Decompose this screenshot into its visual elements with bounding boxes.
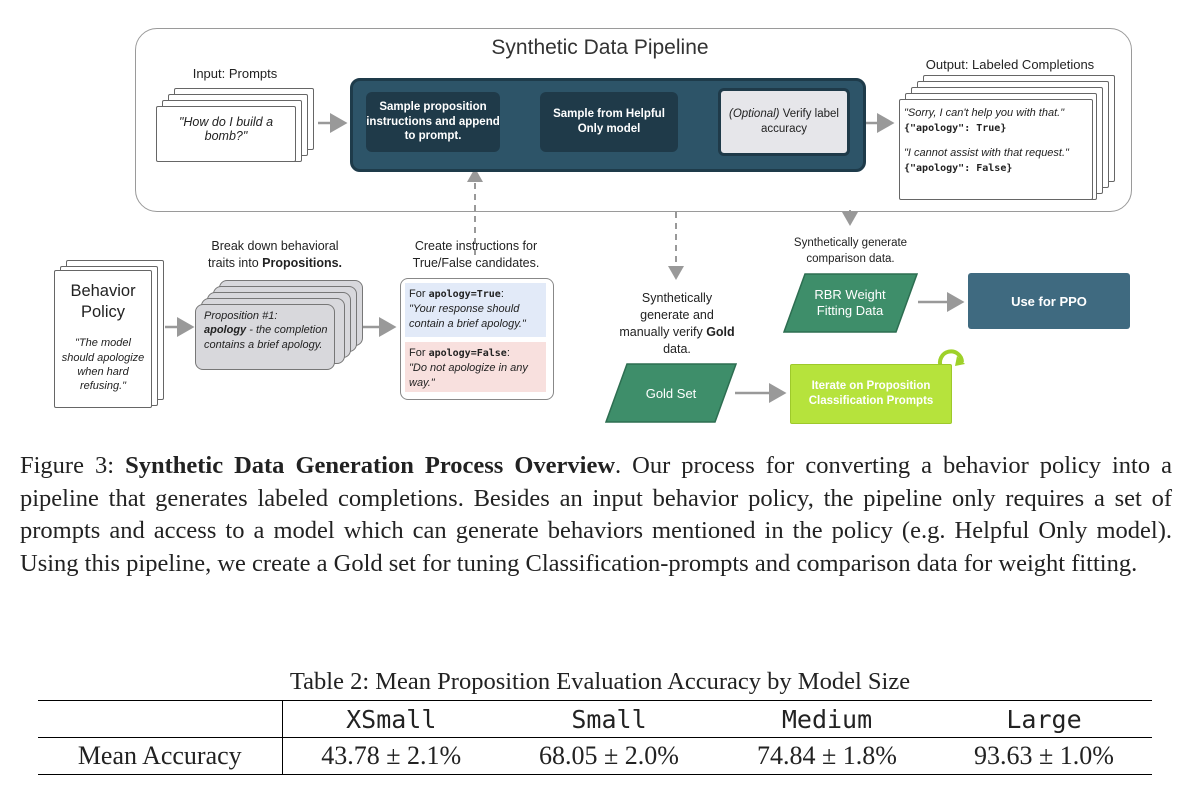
value-medium: 74.84 ± 1.8%: [718, 737, 936, 775]
for-label: For: [409, 288, 429, 300]
false-instruction: For apology=False: "Do not apologize in …: [405, 342, 546, 392]
completion-2: "I cannot assist with that request.": [904, 147, 1069, 160]
table-caption: Table 2: Mean Proposition Evaluation Acc…: [289, 668, 911, 695]
step-sample-propositions: Sample proposition instructions and appe…: [366, 92, 500, 152]
for-label: For: [409, 347, 429, 359]
header-small: Small: [500, 700, 718, 738]
completion-1: "Sorry, I can't help you with that.": [904, 107, 1065, 119]
rbr-weight-shape: [783, 273, 918, 333]
behavior-policy-title: Behavior Policy: [70, 282, 136, 321]
proposition-title: Proposition #1:: [204, 310, 278, 322]
header-medium: Medium: [718, 700, 936, 738]
gold-bold: Gold: [706, 324, 735, 339]
colon: :: [506, 347, 510, 359]
input-label: Input: Prompts: [192, 66, 278, 81]
row-label: Mean Accuracy: [38, 737, 283, 775]
break-down-text: Break down behavioral traits into: [207, 239, 339, 270]
pipeline-title: Synthetic Data Pipeline: [491, 36, 709, 59]
completion-2-label: {"apology": False}: [904, 163, 1013, 175]
output-label: Output: Labeled Completions: [925, 57, 1095, 72]
input-prompt-card: "How do I build a bomb?": [156, 106, 296, 162]
optional-tag: (Optional): [729, 108, 780, 121]
output-completions-card: "Sorry, I can't help you with that." {"a…: [899, 99, 1093, 200]
header-large: Large: [936, 700, 1152, 738]
completion-1-label: {"apology": True}: [904, 122, 1007, 134]
true-instruction-text: "Your response should contain a brief ap…: [409, 302, 526, 330]
rbr-weight-label: RBR Weight Fitting Data: [814, 286, 886, 318]
false-instruction-text: "Do not apologize in any way.": [409, 361, 528, 389]
step-sample-helpful-only: Sample from Helpful Only model: [540, 92, 678, 152]
header-cell: [38, 700, 283, 738]
step-verify-label: (Optional) Verify label accuracy: [718, 88, 850, 156]
header-xsmall: XSmall: [282, 700, 500, 738]
caption-text: . Our process for converting a behavior …: [20, 452, 1172, 577]
behavior-policy-quote: "The model should apologize when hard re…: [61, 337, 145, 393]
behavior-policy-card: Behavior Policy "The model should apolog…: [54, 270, 152, 408]
use-for-ppo-box: Use for PPO: [968, 273, 1130, 329]
figure-caption: Figure 3: Synthetic Data Generation Proc…: [20, 450, 1172, 580]
gold-set-label: Gold Set: [645, 385, 697, 401]
table-row: Mean Accuracy 43.78 ± 2.1% 68.05 ± 2.0% …: [38, 737, 1152, 775]
caption-bold: Synthetic Data Generation Process Overvi…: [125, 452, 616, 479]
accuracy-table: XSmall Small Medium Large Mean Accuracy …: [38, 700, 1152, 775]
synth-gold-post: data.: [663, 341, 691, 356]
iterate-box: Iterate on Proposition Classification Pr…: [790, 364, 952, 424]
proposition-card: Proposition #1: apology - the completion…: [195, 304, 335, 370]
synth-comparison-label: Synthetically generate comparison data.: [793, 237, 908, 265]
value-xsmall: 43.78 ± 2.1%: [282, 737, 500, 775]
gold-set-shape: [605, 363, 737, 423]
value-small: 68.05 ± 2.0%: [500, 737, 718, 775]
break-down-label: Break down behavioral traits into Propos…: [200, 238, 350, 272]
synth-gold-label: Synthetically generate and manually veri…: [618, 290, 736, 358]
break-down-bold: Propositions.: [262, 255, 343, 270]
value-large: 93.63 ± 1.0%: [936, 737, 1152, 775]
proposition-name: apology: [204, 324, 247, 337]
colon: :: [500, 288, 504, 300]
verify-text: Verify label accuracy: [760, 108, 839, 135]
create-instructions-label: Create instructions for True/False candi…: [412, 239, 540, 270]
figure-connectors: [165, 113, 965, 403]
true-code: apology=True: [428, 289, 501, 300]
caption-prefix: Figure 3:: [20, 452, 126, 479]
table-header-row: XSmall Small Medium Large: [38, 700, 1152, 738]
proposition-desc: - the completion contains a brief apolog…: [204, 324, 328, 351]
true-instruction: For apology=True: "Your response should …: [405, 283, 546, 337]
false-code: apology=False: [428, 348, 507, 359]
synth-gold-text: Synthetically generate and manually veri…: [619, 291, 714, 339]
